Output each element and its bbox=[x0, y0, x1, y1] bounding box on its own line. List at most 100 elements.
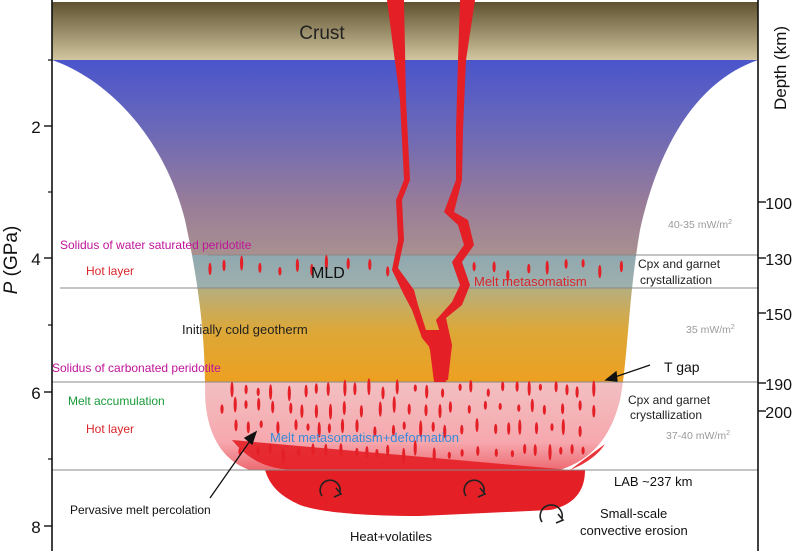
convective-label-line1: Small-scale bbox=[600, 506, 667, 521]
melt-accumulation-label: Melt accumulation bbox=[68, 394, 165, 408]
asthenosphere-melt-pool bbox=[265, 470, 585, 516]
melt-pod bbox=[506, 270, 510, 280]
melt-pod bbox=[581, 446, 585, 455]
melt-pod bbox=[317, 422, 321, 438]
melt-conduit-right bbox=[436, 0, 475, 380]
depth-tick-200: 200 bbox=[765, 405, 792, 422]
melt-pod bbox=[233, 396, 237, 413]
depth-tick-150: 150 bbox=[765, 307, 792, 324]
melt-pod bbox=[287, 385, 291, 402]
melt-pod bbox=[244, 384, 248, 395]
melt-conduits bbox=[387, 0, 475, 382]
melt-pod bbox=[542, 404, 547, 415]
heatflow-1-value: 40-35 mW/m bbox=[668, 219, 728, 231]
p-tick-4: 4 bbox=[31, 250, 40, 269]
melt-pod bbox=[545, 260, 549, 275]
melt-pod bbox=[548, 444, 552, 461]
melt-pod bbox=[432, 447, 436, 463]
melt-pod bbox=[392, 396, 396, 413]
melt-pod bbox=[431, 421, 435, 432]
melt-pod bbox=[378, 401, 382, 417]
melt-pod bbox=[246, 421, 250, 434]
p-tick-8: 8 bbox=[31, 518, 40, 537]
melt-pod bbox=[570, 444, 574, 455]
melt-pod bbox=[294, 419, 298, 431]
depth-tick-130: 130 bbox=[765, 252, 792, 269]
melt-pod bbox=[259, 420, 263, 429]
convection-arrow-right bbox=[477, 487, 487, 498]
melt-pod bbox=[598, 264, 602, 279]
melt-pod bbox=[448, 401, 452, 413]
cold-geotherm-label: Initially cold geotherm bbox=[182, 322, 308, 337]
melt-pod bbox=[240, 255, 244, 271]
melt-pod bbox=[342, 401, 346, 415]
melt-pod bbox=[581, 259, 585, 268]
melt-pod bbox=[386, 444, 390, 457]
convection-icon-right bbox=[463, 479, 485, 497]
cpx-garnet-1-line1: Cpx and garnet bbox=[638, 257, 721, 271]
solidus-carbonated-label: Solidus of carbonated peridotite bbox=[52, 361, 221, 375]
hot-layer-melt-pods bbox=[220, 378, 596, 464]
heatflow-3-value: 37-40 mW/m bbox=[666, 430, 726, 442]
melt-pod bbox=[413, 440, 417, 456]
melt-pod bbox=[619, 260, 624, 273]
melt-pod bbox=[592, 404, 596, 418]
melt-pod bbox=[381, 386, 385, 400]
melt-pod bbox=[326, 382, 330, 396]
hot-layer-bottom-label: Hot layer bbox=[86, 422, 134, 436]
melt-pod bbox=[367, 378, 371, 396]
melt-pod bbox=[538, 383, 543, 391]
p-tick-6: 6 bbox=[31, 384, 40, 403]
heatflow-label-3: 37-40 mW/m2 bbox=[666, 430, 730, 442]
heatflow-label-2: 35 mW/m2 bbox=[686, 324, 735, 336]
melt-pod bbox=[527, 380, 531, 396]
convective-label-line2: convective erosion bbox=[580, 523, 688, 538]
melt-pod bbox=[258, 262, 262, 273]
melt-pod bbox=[518, 419, 522, 435]
depth-tick-100: 100 bbox=[765, 196, 792, 213]
melt-pod bbox=[365, 446, 369, 458]
mld-label: MLD bbox=[311, 265, 345, 282]
p-tick-2: 2 bbox=[31, 118, 40, 137]
melt-pod bbox=[498, 402, 502, 411]
melt-pod bbox=[483, 400, 487, 410]
cpx-garnet-2-line2: crystallization bbox=[630, 408, 702, 422]
melt-pod bbox=[276, 421, 280, 434]
melt-pod bbox=[256, 446, 260, 456]
heatflow-2-sup: 2 bbox=[731, 324, 735, 331]
melt-pod bbox=[575, 386, 579, 398]
melt-pod bbox=[402, 421, 406, 430]
melt-pod bbox=[494, 448, 498, 457]
melt-pod bbox=[257, 397, 261, 411]
convection-legend-arrow bbox=[555, 513, 565, 524]
melt-pod bbox=[391, 424, 396, 436]
melt-pod bbox=[269, 384, 273, 400]
melt-pod bbox=[565, 384, 569, 396]
melt-pod bbox=[268, 443, 272, 454]
melt-pod bbox=[578, 425, 582, 438]
melt-pod bbox=[375, 449, 379, 457]
melt-pod bbox=[324, 443, 328, 456]
melt-pod bbox=[561, 418, 565, 436]
tgap-arrow-line bbox=[611, 364, 651, 379]
melt-pod bbox=[592, 380, 596, 397]
melt-pod bbox=[447, 451, 451, 459]
melt-pod bbox=[472, 262, 476, 272]
melt-pod bbox=[314, 404, 318, 419]
melt-pod bbox=[328, 403, 333, 420]
melt-pod bbox=[517, 404, 521, 412]
left-minor-ticks bbox=[48, 59, 52, 460]
cpx-garnet-2-line1: Cpx and garnet bbox=[628, 393, 711, 407]
melt-pod bbox=[340, 418, 345, 434]
percolation-arrow-head bbox=[243, 430, 258, 446]
melt-pod bbox=[458, 383, 462, 391]
depth-tick-190: 190 bbox=[765, 377, 792, 394]
melt-pod bbox=[256, 387, 260, 397]
melt-pod bbox=[208, 262, 212, 276]
melt-pod bbox=[402, 447, 406, 464]
heatflow-3-sup: 2 bbox=[726, 430, 730, 437]
pressure-symbol: P bbox=[1, 281, 22, 294]
melt-pod bbox=[289, 402, 293, 414]
left-axis-title: P (GPa) bbox=[1, 226, 22, 295]
